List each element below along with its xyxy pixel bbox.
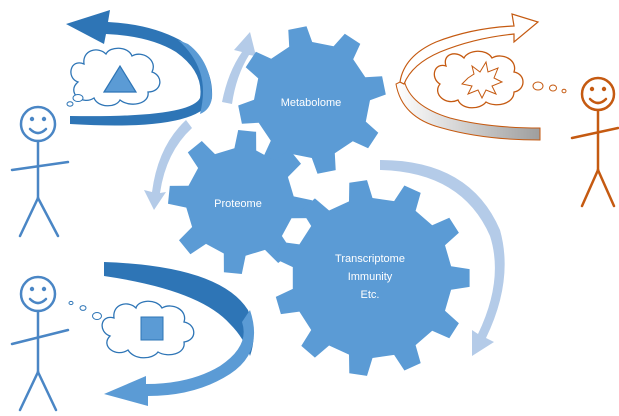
- gear-label-metabolome: Metabolome: [281, 97, 342, 109]
- person-smile: [588, 97, 608, 105]
- gear-transcriptome: [275, 180, 470, 376]
- person-head: [580, 76, 616, 112]
- thought-bubble-dot: [561, 88, 567, 94]
- gear-body-metabolome: [238, 26, 386, 174]
- swirl-arrow-top-left-back: [178, 40, 212, 114]
- gear-label-etc: Etc.: [361, 289, 380, 301]
- thought-bubble-dot: [549, 84, 557, 92]
- person-arm: [10, 328, 70, 346]
- thought-bubble-dot: [92, 312, 102, 320]
- person-leg: [18, 196, 40, 238]
- person-leg: [18, 370, 40, 412]
- top-left-scene: [10, 10, 213, 238]
- person-eye: [601, 86, 607, 92]
- person-eye: [589, 86, 595, 92]
- swirl-arrow-bottom-left: [104, 310, 255, 406]
- person-bottom-left: [10, 275, 70, 412]
- thought-cloud-bottom-left: [68, 300, 195, 359]
- gears: Metabolome Proteome Transcriptome Immuni…: [168, 26, 470, 376]
- triangle-icon: [102, 64, 138, 93]
- person-eye: [29, 116, 35, 122]
- gear-proteome: [168, 130, 312, 274]
- person-head: [19, 105, 57, 143]
- person-head: [19, 275, 57, 313]
- swirl-arrow-top-left: [66, 10, 213, 126]
- swirl-arrow-bottom-left-back: [104, 262, 254, 356]
- thought-cloud-right: [433, 50, 567, 109]
- person-smile: [28, 127, 48, 135]
- cycle-arrows: [144, 32, 505, 356]
- person-leg: [36, 370, 58, 412]
- person-eye: [29, 286, 35, 292]
- cycle-arrow-left: [144, 120, 192, 210]
- person-eye: [41, 116, 47, 122]
- explosion-icon: [460, 60, 504, 100]
- person-leg: [36, 196, 60, 238]
- cycle-arrow-up: [222, 32, 256, 104]
- person-leg: [596, 168, 616, 208]
- person-right: [570, 76, 619, 208]
- right-scene: [395, 13, 619, 208]
- person-arm: [570, 126, 619, 140]
- thought-bubble-dot: [66, 101, 74, 107]
- gear-body-transcriptome: [275, 180, 470, 376]
- person-eye: [41, 286, 47, 292]
- thought-bubble-dot: [68, 300, 74, 306]
- bottom-left-scene: [10, 262, 255, 412]
- gear-metabolome: [238, 26, 386, 174]
- gear-label-transcriptome: Transcriptome: [335, 253, 405, 265]
- person-smile: [28, 297, 48, 305]
- thought-bubble-dot: [532, 81, 544, 91]
- person-arm: [10, 160, 70, 172]
- gear-label-immunity: Immunity: [348, 271, 393, 283]
- swirl-arrow-right: [399, 13, 540, 85]
- thought-bubble-dot: [79, 305, 87, 311]
- thought-cloud-top-left: [66, 47, 161, 107]
- person-top-left: [10, 105, 70, 238]
- gear-label-proteome: Proteome: [214, 198, 262, 210]
- swirl-arrow-right-back: [395, 79, 541, 141]
- gear-body-proteome: [168, 130, 312, 274]
- person-leg: [580, 168, 600, 208]
- square-icon: [140, 316, 164, 341]
- thought-bubble-dot: [72, 94, 84, 102]
